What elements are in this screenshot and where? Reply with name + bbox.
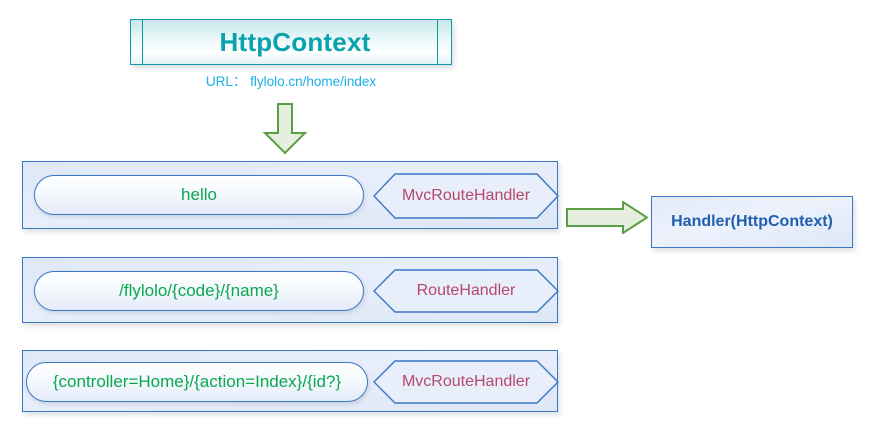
route-handler-hexagon[interactable]: MvcRouteHandler <box>373 173 559 219</box>
route-template-pill[interactable]: {controller=Home}/{action=Index}/{id?} <box>26 362 368 402</box>
right-arrow-icon <box>566 200 649 235</box>
shape-right-bar <box>437 20 438 64</box>
route-template-pill[interactable]: hello <box>34 175 364 215</box>
route-row[interactable]: {controller=Home}/{action=Index}/{id?} M… <box>22 350 559 412</box>
httpcontext-shape: HttpContext <box>130 19 452 65</box>
shape-left-bar <box>142 20 143 64</box>
route-handler-hexagon[interactable]: RouteHandler <box>373 269 559 313</box>
route-row[interactable]: /flylolo/{code}/{name} RouteHandler <box>22 257 559 323</box>
route-row[interactable]: hello MvcRouteHandler <box>22 161 559 229</box>
handler-httpcontext-box[interactable]: Handler(HttpContext) <box>651 196 853 248</box>
route-handler-hexagon[interactable]: MvcRouteHandler <box>373 360 559 404</box>
httpcontext-title: HttpContext <box>219 26 371 57</box>
request-url-label: URL： flylolo.cn/home/index <box>205 74 377 89</box>
route-handler-label: MvcRouteHandler <box>401 187 531 204</box>
route-handler-label: MvcRouteHandler <box>401 373 531 390</box>
route-template-pill[interactable]: /flylolo/{code}/{name} <box>34 271 364 311</box>
route-handler-label: RouteHandler <box>416 282 516 299</box>
down-arrow-icon <box>262 103 308 155</box>
